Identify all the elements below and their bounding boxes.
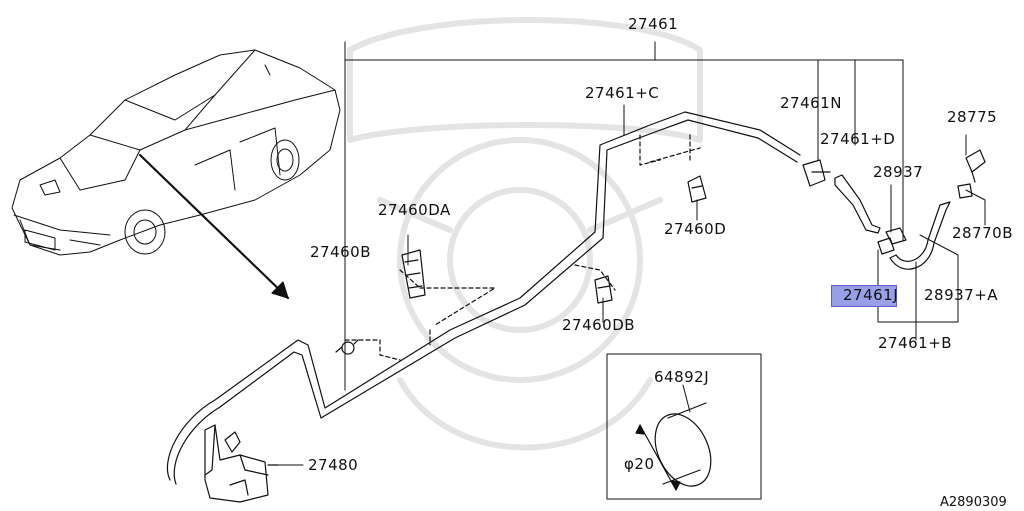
label-28937[interactable]: 28937: [873, 163, 924, 181]
label-27460b[interactable]: 27460B: [310, 243, 372, 261]
label-28770b[interactable]: 28770B: [952, 224, 1014, 242]
label-diameter-20: φ20: [624, 455, 655, 473]
clip-27460D: [687, 175, 707, 203]
label-27461[interactable]: 27461: [628, 15, 679, 33]
nozzle-28775: [965, 149, 986, 183]
clip-27460DB: [594, 275, 613, 304]
label-27460db[interactable]: 27460DB: [562, 316, 636, 334]
label-27460d[interactable]: 27460D: [664, 220, 727, 238]
label-27461-plus-d[interactable]: 27461+D: [820, 130, 896, 148]
label-27461-plus-c[interactable]: 27461+C: [585, 84, 660, 102]
label-27461n[interactable]: 27461N: [780, 94, 842, 112]
label-28775[interactable]: 28775: [947, 108, 998, 126]
car-illustration: [11, 49, 341, 256]
washer-tank-27480: [204, 424, 279, 503]
label-64892j[interactable]: 64892J: [654, 368, 710, 386]
check-valve-27461N: [802, 159, 831, 187]
washer-hose: [166, 111, 801, 485]
label-27480[interactable]: 27480: [308, 456, 359, 474]
hose-27461B: [889, 201, 951, 270]
label-27460da[interactable]: 27460DA: [378, 201, 451, 219]
direction-arrow: [138, 153, 290, 300]
highlight-27461J: [831, 285, 897, 307]
watermark-emblem: [347, 17, 703, 451]
clip-28770B: [957, 183, 973, 199]
nozzle-28937: [885, 227, 907, 245]
cap-64892J: [635, 384, 712, 491]
grommet-27460B: [335, 339, 359, 355]
label-28937-plus-a[interactable]: 28937+A: [924, 286, 999, 304]
label-27461-plus-b[interactable]: 27461+B: [878, 334, 953, 352]
reference-code: A2890309: [940, 495, 1007, 510]
detail-box: [606, 353, 762, 500]
label-27461j[interactable]: 27461J: [843, 286, 899, 304]
hose-27461D: [834, 174, 881, 234]
clip-27460DA: [401, 249, 426, 299]
